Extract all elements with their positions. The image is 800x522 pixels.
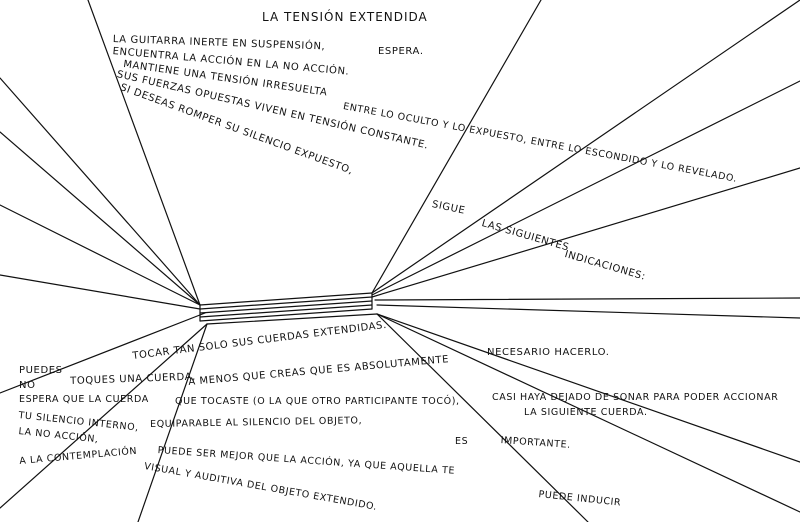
lower-text-line: la siguiente cuerda. [524, 407, 648, 418]
ray [0, 312, 206, 394]
ray [0, 131, 201, 306]
guitar-string [199, 304, 373, 318]
lower-text-line: necesario hacerlo. [487, 347, 610, 358]
ray [371, 0, 800, 294]
lower-text-line: Espera que la cuerda [19, 394, 149, 405]
upper-text-line: espera. [378, 46, 424, 57]
ray [371, 0, 542, 294]
lower-text-line: No [19, 380, 36, 391]
ray [0, 204, 201, 306]
ray [376, 313, 589, 522]
frame-line [206, 313, 378, 325]
ray [0, 274, 201, 310]
guitar-string [199, 296, 373, 310]
lower-text-line: Puedes [19, 365, 63, 376]
guitar-string [199, 300, 373, 314]
ray [376, 304, 800, 319]
ray [87, 0, 201, 306]
guitar-string [199, 292, 373, 306]
ray [371, 80, 800, 296]
lower-text-line: es [455, 436, 469, 447]
ray [137, 323, 208, 522]
ray [376, 313, 800, 513]
score-title: La tensión extendida [262, 10, 428, 24]
lower-text-line: casi haya dejado de sonar para poder acc… [492, 392, 779, 403]
ray [371, 167, 800, 298]
ray [0, 323, 208, 509]
ray [0, 77, 201, 306]
ray [376, 313, 800, 463]
lower-text-line: que tocaste (o la que otro participante … [175, 396, 460, 407]
guitar-string [199, 308, 373, 322]
ray [374, 297, 800, 301]
